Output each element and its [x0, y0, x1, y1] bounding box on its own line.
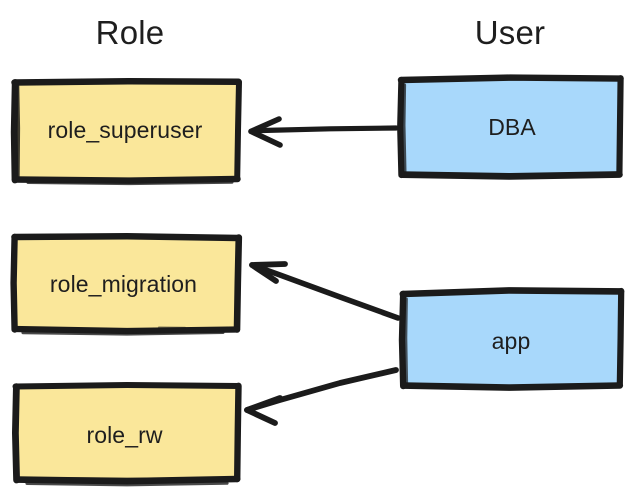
node-label: role_migration	[49, 270, 198, 297]
rect-shape	[398, 286, 625, 392]
edge-app-to-role-migration	[249, 261, 401, 321]
rect-shape	[396, 73, 624, 181]
edge-app-to-role-rw	[244, 367, 399, 426]
node-role-migration[interactable]: role_migration	[9, 231, 243, 336]
node-label: DBA	[488, 113, 536, 140]
edge-dba-to-role-superuser	[248, 116, 399, 148]
node-label: role_superuser	[47, 116, 203, 143]
rect-shape	[11, 381, 242, 487]
rect-shape	[10, 76, 242, 186]
node-dba[interactable]: DBA	[396, 73, 624, 181]
node-role-rw[interactable]: role_rw	[11, 381, 242, 487]
node-label: app	[491, 327, 531, 354]
node-app[interactable]: app	[398, 286, 625, 392]
rect-shape	[9, 231, 243, 336]
column-header-role: Role	[95, 14, 165, 51]
node-role-superuser[interactable]: role_superuser	[10, 76, 242, 186]
node-label: role_rw	[86, 422, 163, 448]
column-header-user: User	[474, 14, 546, 51]
